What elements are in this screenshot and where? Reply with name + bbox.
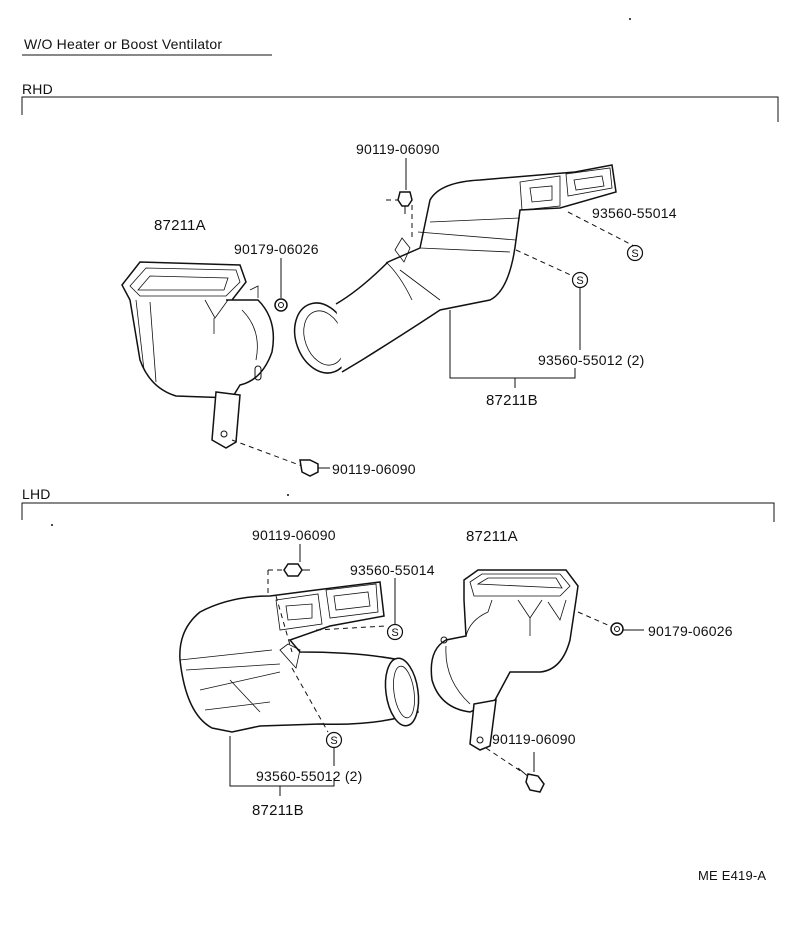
rhd-clip-upper-dash [567, 211, 635, 247]
rhd-part-duct-b: 87211B [486, 392, 538, 409]
rhd-clip-lower-symbol: S [571, 271, 589, 289]
rhd-clip-upper-symbol: S [626, 244, 644, 262]
rhd-part-bolt-bottom: 90119-06090 [332, 461, 416, 477]
rhd-nut-drawing [274, 298, 288, 312]
lhd-bolt-right-dash [485, 747, 523, 773]
lhd-clip-lower-symbol: S [325, 731, 343, 749]
lhd-clip-upper-symbol: S [386, 623, 404, 641]
rhd-bolt-top-drawing [397, 191, 413, 214]
mark-dot [51, 524, 53, 526]
rhd-clip-lower-dash [515, 249, 576, 278]
rhd-part-clip-upper: 93560-55014 [592, 205, 677, 221]
rhd-bolt-bottom-drawing [299, 459, 330, 477]
lhd-bolt-top-dash [267, 569, 293, 653]
mark-dot [287, 494, 289, 496]
page-title: W/O Heater or Boost Ventilator [24, 36, 223, 52]
lhd-duct-b-bracket [229, 736, 335, 787]
mark-dot [629, 18, 631, 20]
rhd-section-label: RHD [22, 81, 53, 97]
lhd-section-bracket [21, 502, 775, 522]
lhd-part-clip-lower: 93560-55012 (2) [256, 768, 363, 784]
lhd-clip-upper-dash [315, 625, 387, 631]
clip-symbol-letter: S [330, 735, 337, 747]
lhd-clip-lower-dash [291, 667, 329, 733]
clip-symbol-letter: S [391, 627, 398, 639]
rhd-part-duct-a: 87211A [154, 217, 206, 234]
clip-symbol-letter: S [576, 275, 583, 287]
rhd-part-clip-lower: 93560-55012 (2) [538, 352, 645, 368]
lhd-section-label: LHD [22, 486, 51, 502]
lhd-part-nut: 90179-06026 [648, 623, 733, 639]
lhd-part-duct-b: 87211B [252, 802, 304, 819]
lhd-nut-drawing [610, 622, 624, 636]
lhd-part-clip-upper: 93560-55014 [350, 562, 435, 578]
rhd-duct-87211a-drawing [121, 261, 275, 449]
figure-code: ME E419-A [698, 868, 767, 883]
lhd-duct-87211a-drawing [430, 569, 579, 751]
lhd-bolt-top-drawing [283, 563, 310, 577]
lhd-part-bolt-top: 90119-06090 [252, 527, 336, 543]
clip-symbol-letter: S [631, 248, 638, 260]
lhd-part-duct-a: 87211A [466, 528, 518, 545]
rhd-section-bracket [21, 96, 779, 122]
lhd-duct-87211b-drawing [179, 581, 420, 733]
rhd-bottom-bolt-dash [231, 439, 303, 467]
rhd-duct-87211b-drawing [293, 164, 617, 374]
lhd-bolt-right-drawing [517, 767, 545, 793]
lhd-nut-dash [577, 611, 611, 627]
lhd-part-bolt-right: 90119-06090 [492, 731, 576, 747]
rhd-duct-b-bracket [449, 310, 576, 379]
rhd-part-nut: 90179-06026 [234, 241, 319, 257]
rhd-part-bolt-top: 90119-06090 [356, 141, 440, 157]
